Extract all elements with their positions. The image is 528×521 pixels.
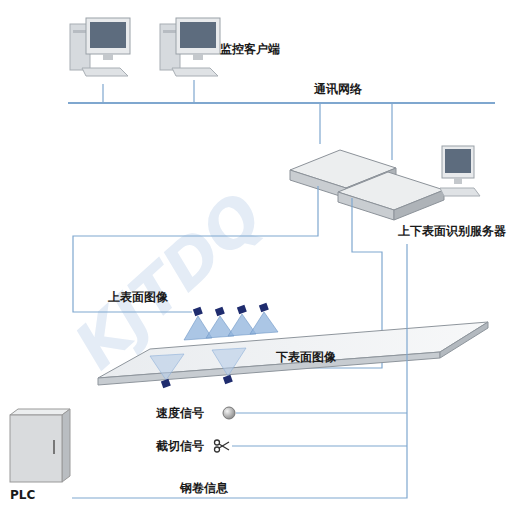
top-cameras-part — [193, 307, 203, 316]
top-cameras — [193, 303, 269, 316]
plc-cabinet-part — [53, 440, 55, 454]
top-cameras-part — [259, 303, 269, 312]
client-computers-part — [70, 18, 130, 76]
network-bus: 通讯网络 — [68, 102, 495, 104]
image-label: 下表面图像 — [276, 350, 336, 364]
bottom-cameras-part — [161, 379, 171, 388]
camera-wires-part — [236, 412, 407, 413]
camera-wires-part — [73, 186, 318, 312]
node-label: 上下表面识别服务器 — [398, 224, 506, 238]
top-cameras-part — [215, 307, 225, 316]
bottom-camera-beams — [150, 348, 246, 380]
node-label: 通讯网络 — [314, 82, 362, 96]
top-cameras-part — [237, 305, 247, 314]
client-group: 监控客户端 — [62, 12, 294, 84]
bottom-camera-beams-part — [212, 348, 246, 376]
top-camera-beams — [184, 312, 278, 340]
client-computers — [70, 18, 220, 76]
edge-label: 钢卷信息 — [178, 481, 230, 495]
server-icons-part — [442, 146, 474, 178]
network-drop-line-part — [193, 80, 194, 102]
server-icons-part — [394, 190, 444, 220]
plc-cabinet — [10, 409, 70, 482]
scissors-symbol-part — [215, 440, 220, 445]
server-group: 上下表面识别服务器 — [288, 144, 514, 244]
plc-cabinet-part — [62, 409, 70, 482]
scissors-symbol — [215, 440, 230, 452]
camera-wires — [73, 186, 407, 446]
image-label: 上表面图像 — [108, 290, 168, 304]
signal-label: 截切信号 — [156, 439, 204, 453]
connector-line — [319, 104, 320, 144]
speed-sensor — [223, 407, 235, 419]
node-label: 监控客户端 — [220, 42, 280, 56]
client-computers-part — [160, 18, 220, 76]
plc-cabinet-part — [10, 409, 70, 415]
speed-sensor-part — [223, 407, 235, 419]
server-icons-part — [445, 149, 471, 173]
network-drop-line — [194, 80, 392, 160]
bottom-camera-beams-part — [150, 354, 184, 380]
plc-node: PLC — [6, 406, 72, 506]
connector-line — [72, 244, 407, 498]
server-icons-part — [338, 192, 394, 220]
bottom-cameras-part — [223, 375, 233, 384]
signal-label: 速度信号 — [156, 406, 204, 420]
steel-plate-part — [98, 352, 440, 385]
server-icons-part — [454, 178, 462, 184]
bottom-cameras — [161, 375, 233, 388]
server-icons-part — [440, 188, 480, 196]
steel-plate-part — [440, 322, 488, 358]
steel-plate — [98, 322, 488, 385]
scissors-symbol-part — [219, 442, 229, 448]
connector-line — [102, 84, 103, 102]
top-camera-beams-part — [250, 312, 278, 334]
node-label: PLC — [10, 488, 35, 502]
scissors-symbol-part — [215, 447, 220, 452]
camera-wires-part — [232, 445, 407, 446]
plc-cabinet-part — [10, 415, 62, 482]
network-drop-line-part — [391, 104, 392, 160]
